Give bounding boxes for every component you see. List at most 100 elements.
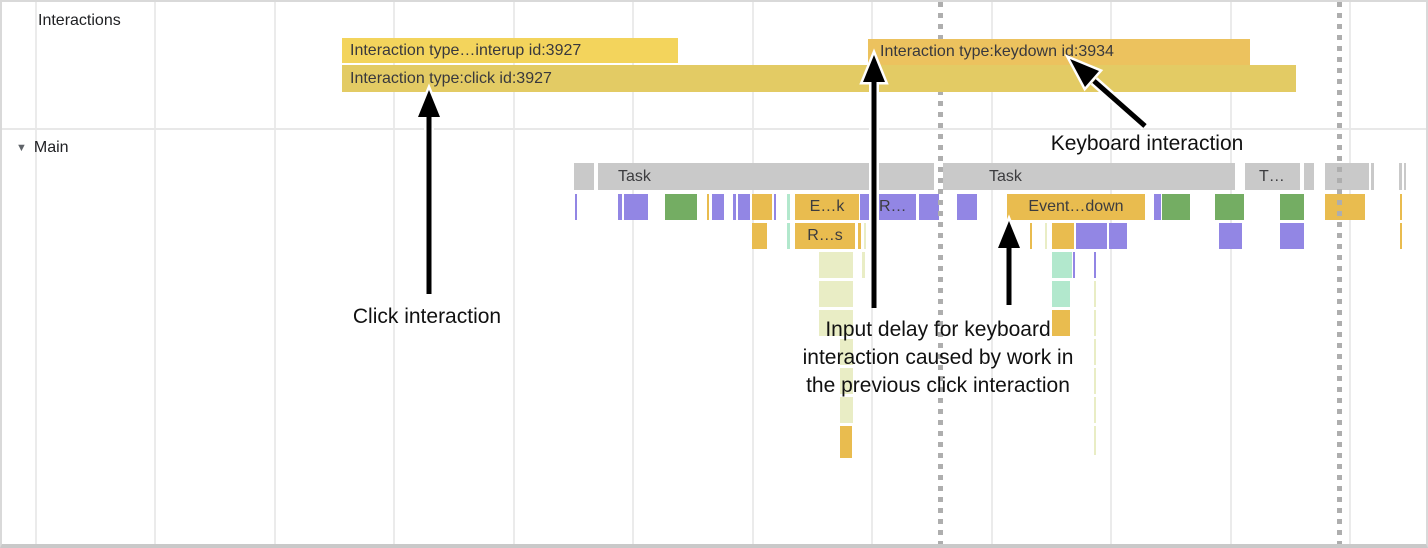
- flame-bar-label: T…: [1259, 168, 1285, 185]
- flame-bar[interactable]: [1094, 397, 1096, 423]
- flame-bar[interactable]: [618, 194, 622, 220]
- flame-bar[interactable]: [1325, 163, 1369, 190]
- flame-bar-task[interactable]: Task: [943, 163, 1235, 190]
- flame-bar-label: R…s: [807, 227, 843, 244]
- flame-bar[interactable]: [752, 223, 767, 249]
- grid-line: [1349, 2, 1351, 544]
- flame-bar[interactable]: [819, 252, 853, 278]
- grid-line: [991, 2, 993, 544]
- annotation-line: Keyboard interaction: [1050, 132, 1244, 155]
- interaction-label: Interaction type:keydown id:3934: [880, 43, 1114, 60]
- annotation-line: the previous click interaction: [806, 374, 1070, 397]
- collapse-triangle-icon[interactable]: ▼: [16, 142, 27, 154]
- flame-bar[interactable]: [738, 194, 750, 220]
- grid-line: [274, 2, 276, 544]
- click-interaction-callout: Click interaction: [302, 303, 552, 331]
- flame-bar[interactable]: [1162, 194, 1190, 220]
- flame-bar[interactable]: [1094, 339, 1096, 365]
- flame-bar[interactable]: [1404, 163, 1406, 190]
- flame-bar[interactable]: [919, 194, 939, 220]
- flame-bar[interactable]: [1399, 163, 1402, 190]
- flame-bar[interactable]: [1304, 163, 1314, 190]
- grid-line: [393, 2, 395, 544]
- track-separator: [2, 128, 1426, 130]
- flame-bar[interactable]: [774, 194, 776, 220]
- flame-bar-eventdown[interactable]: Event…down: [1007, 194, 1145, 220]
- flame-bar[interactable]: [574, 163, 594, 190]
- keydown-interaction[interactable]: Interaction type:keydown id:3934: [868, 39, 1250, 65]
- flame-bar[interactable]: [1154, 194, 1161, 220]
- flame-bar-ek[interactable]: E…k: [795, 194, 859, 220]
- flame-bar[interactable]: [1325, 194, 1365, 220]
- flame-bar[interactable]: [665, 194, 697, 220]
- flame-bar[interactable]: [1094, 252, 1096, 278]
- input-delay-arrow-right: [994, 214, 1024, 305]
- click-interaction[interactable]: Interaction type:click id:3927: [342, 65, 1296, 92]
- flame-bar[interactable]: [1094, 426, 1096, 455]
- flame-bar[interactable]: [1094, 281, 1096, 307]
- main-track-header: ▼Main: [16, 139, 69, 157]
- flame-bar[interactable]: [1094, 368, 1096, 394]
- dotted-guide-line: [1337, 2, 1342, 544]
- flame-bar[interactable]: [1073, 252, 1075, 278]
- flame-bar[interactable]: [1219, 223, 1242, 249]
- flame-bar[interactable]: [1052, 281, 1070, 307]
- grid-line: [1110, 2, 1112, 544]
- flame-bar-rs[interactable]: R…s: [795, 223, 855, 249]
- flame-bar[interactable]: [1371, 163, 1374, 190]
- interactions-track-label: Interactions: [38, 12, 121, 29]
- flame-bar[interactable]: [840, 397, 853, 423]
- flame-bar[interactable]: [1094, 310, 1096, 336]
- flame-bar[interactable]: [840, 368, 853, 394]
- flame-bar[interactable]: [840, 426, 852, 458]
- annotation-line: interaction caused by work in: [802, 346, 1074, 369]
- grid-line: [35, 2, 37, 544]
- flame-bar[interactable]: [1400, 223, 1402, 249]
- flame-bar-t[interactable]: T…: [1245, 163, 1300, 190]
- flame-bar[interactable]: [624, 194, 648, 220]
- flame-bar[interactable]: [707, 194, 709, 220]
- flame-bar[interactable]: [712, 194, 724, 220]
- pointerup-interaction[interactable]: Interaction type…interup id:3927: [342, 38, 678, 63]
- flame-bar[interactable]: [733, 194, 736, 220]
- flame-bar[interactable]: [858, 223, 861, 249]
- flame-bar-task[interactable]: Task: [598, 163, 934, 190]
- flame-bar[interactable]: [957, 194, 977, 220]
- flame-bar[interactable]: [1280, 194, 1304, 220]
- annotation-line: Input delay for keyboard: [825, 318, 1051, 341]
- flame-bar[interactable]: [1052, 252, 1072, 278]
- flame-bar[interactable]: [752, 194, 772, 220]
- keyboard-interaction-callout: Keyboard interaction: [1022, 130, 1272, 158]
- flame-bar-label: Task: [618, 168, 651, 185]
- flame-bar[interactable]: [787, 223, 790, 249]
- flame-bar[interactable]: [819, 281, 853, 307]
- flame-bar[interactable]: [1052, 223, 1074, 249]
- flame-bar[interactable]: [575, 194, 577, 220]
- flame-bar[interactable]: [1076, 223, 1107, 249]
- flame-bar[interactable]: [787, 194, 790, 220]
- interaction-label: Interaction type:click id:3927: [350, 70, 552, 87]
- flame-bar[interactable]: [862, 252, 865, 278]
- flame-bar[interactable]: [860, 194, 870, 220]
- flame-bar[interactable]: [819, 310, 853, 336]
- dotted-guide-line: [938, 2, 943, 544]
- flame-bar-label: Event…down: [1028, 198, 1124, 215]
- flame-bar[interactable]: [840, 339, 853, 365]
- flame-bar[interactable]: [864, 223, 866, 249]
- flame-bar-label: Task: [989, 168, 1022, 185]
- flame-bar[interactable]: [1215, 194, 1244, 220]
- flame-bar[interactable]: [1052, 310, 1070, 336]
- grid-line: [752, 2, 754, 544]
- flame-bar[interactable]: [1400, 194, 1402, 220]
- annotation-line: Click interaction: [352, 305, 502, 328]
- flame-bar-label: E…k: [809, 198, 845, 215]
- click-arrow: [414, 83, 444, 294]
- flame-bar[interactable]: [1109, 223, 1127, 249]
- flame-bar-r[interactable]: R…: [875, 194, 916, 220]
- flame-bar[interactable]: [1045, 223, 1047, 249]
- flame-bar[interactable]: [1030, 223, 1032, 249]
- grid-line: [154, 2, 156, 544]
- flame-bar[interactable]: [1280, 223, 1304, 249]
- input-delay-callout: Input delay for keyboard interaction caus…: [773, 316, 1103, 400]
